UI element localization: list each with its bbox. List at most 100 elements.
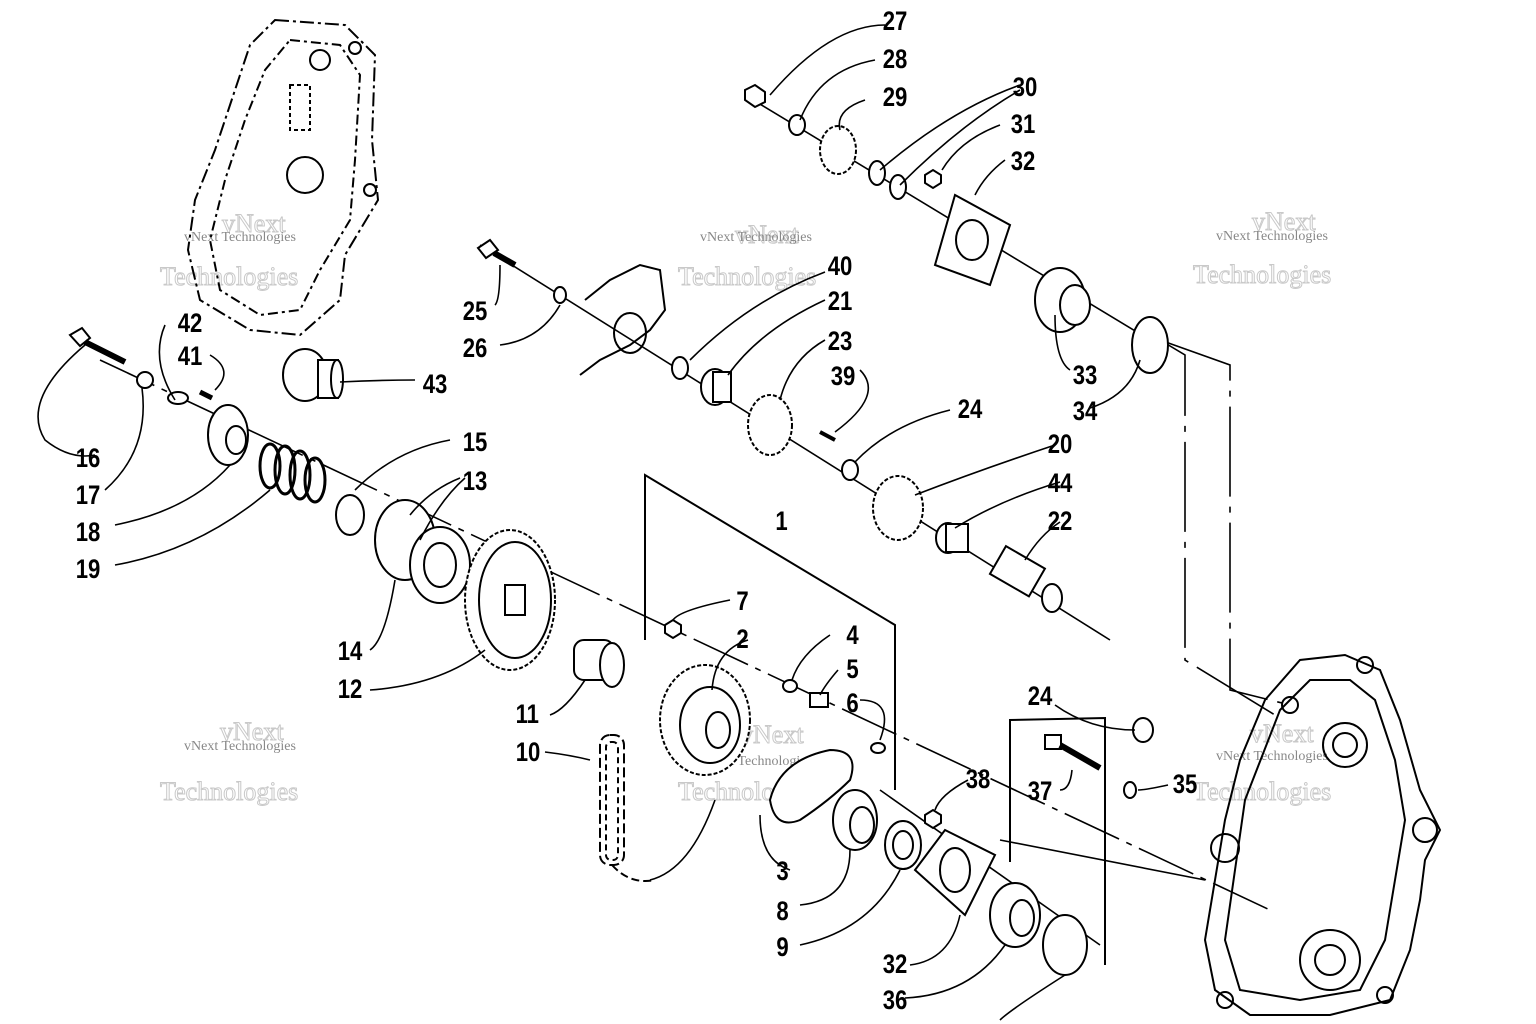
callout-38: 38 [966, 765, 991, 795]
snapring-15 [335, 494, 365, 536]
svg-text:vNext: vNext [735, 220, 799, 249]
svg-text:vNext: vNext [1252, 207, 1316, 236]
watermark-bottom-right: vNext vNext Technologies Technologies [1193, 719, 1332, 807]
gearcase-drawing [1203, 653, 1442, 1016]
callout-28: 28 [883, 45, 908, 75]
seal-34 [1131, 316, 1169, 374]
callout-3: 3 [776, 857, 788, 887]
callout-40: 40 [828, 252, 853, 282]
sprocket-2 [659, 664, 751, 776]
callout-15: 15 [463, 428, 488, 458]
callout-31: 31 [1011, 110, 1036, 140]
callout-8: 8 [776, 897, 788, 927]
callout-37: 37 [1028, 777, 1053, 807]
callout-35: 35 [1173, 770, 1198, 800]
callout-22: 22 [1048, 507, 1073, 537]
leader-lines [37, 24, 1169, 1021]
nut-27 [744, 83, 766, 109]
callout-42: 42 [178, 309, 203, 339]
callout-17: 17 [76, 481, 101, 511]
gear-20 [872, 475, 924, 541]
callout-13: 13 [463, 467, 488, 497]
callout-24b: 24 [1028, 682, 1053, 712]
watermark-top-right: vNext vNext Technologies Technologies [1193, 207, 1332, 290]
sleeve-43 [282, 348, 344, 402]
bearing-21 [700, 368, 732, 406]
svg-text:vNext Technologies: vNext Technologies [184, 739, 296, 754]
sprocket-12 [464, 529, 556, 671]
callout-24: 24 [958, 395, 983, 425]
bearing-36 [989, 882, 1041, 948]
callout-9: 9 [776, 933, 788, 963]
bolt-37 [1044, 734, 1102, 771]
brake-3 [768, 748, 854, 824]
svg-text:vNext Technologies: vNext Technologies [700, 230, 812, 245]
nut-7 [664, 618, 682, 640]
callout-29: 29 [883, 83, 908, 113]
spring-19 [258, 442, 327, 504]
callout-2: 2 [736, 625, 748, 655]
screw-6 [870, 742, 886, 754]
callout-5: 5 [846, 655, 859, 685]
callout-labels: 27 28 29 30 31 32 40 21 23 39 24 20 44 2… [76, 7, 1198, 1016]
bearing-8 [832, 789, 878, 851]
callout-14: 14 [338, 637, 363, 667]
screw-4 [782, 679, 798, 693]
callout-10: 10 [516, 738, 541, 768]
callout-25: 25 [463, 297, 488, 327]
callout-19: 19 [76, 555, 101, 585]
bracket-casting [579, 263, 667, 376]
washer-30a [868, 160, 886, 186]
washer-26 [553, 286, 567, 304]
sprocket-29 [819, 125, 857, 175]
svg-text:Technologies: Technologies [1193, 777, 1331, 806]
callout-33: 33 [1073, 361, 1098, 391]
watermark-bottom-left: vNext vNext Technologies Technologies [160, 717, 299, 807]
callout-6: 6 [846, 689, 858, 719]
parts [68, 83, 1169, 976]
gear-11 [573, 639, 625, 688]
spring-5 [809, 692, 829, 708]
chaincase-cover-drawing [186, 18, 380, 337]
callout-34: 34 [1073, 397, 1098, 427]
shaft-22 [988, 544, 1063, 613]
svg-text:Technologies: Technologies [678, 262, 816, 291]
callout-41: 41 [178, 342, 203, 372]
bearing-33 [1034, 267, 1091, 333]
nut-38 [924, 808, 942, 830]
chain-10 [599, 734, 656, 882]
callout-16: 16 [76, 444, 101, 474]
callout-11: 11 [516, 700, 540, 730]
callout-39: 39 [831, 362, 856, 392]
callout-30: 30 [1013, 73, 1038, 103]
washer-24 [841, 459, 859, 481]
callout-20: 20 [1048, 430, 1073, 460]
cam-18 [207, 404, 249, 466]
bolt-16 [68, 326, 127, 365]
callout-27: 27 [883, 7, 908, 37]
callout-32: 32 [1011, 147, 1036, 177]
callout-1: 1 [775, 507, 788, 537]
group-bracket-lines [644, 473, 1106, 965]
callout-4: 4 [846, 621, 859, 651]
svg-text:Technologies: Technologies [1193, 260, 1331, 289]
bearing-44 [935, 522, 969, 554]
svg-text:vNext Technologies: vNext Technologies [184, 230, 296, 245]
callout-23: 23 [828, 327, 853, 357]
svg-text:vNext: vNext [1250, 719, 1314, 748]
svg-text:Technologies: Technologies [160, 262, 298, 291]
svg-text:vNext Technologies: vNext Technologies [1216, 229, 1328, 244]
washer-30b [889, 174, 907, 200]
callout-36: 36 [883, 986, 908, 1016]
callout-43: 43 [423, 370, 448, 400]
callout-18: 18 [76, 518, 101, 548]
watermark-top-center: vNext vNext Technologies Technologies [678, 220, 817, 292]
flange-32 [933, 193, 1012, 287]
centerlines [99, 94, 1291, 946]
svg-text:Technologies: Technologies [160, 777, 298, 806]
bolt-25 [476, 238, 517, 268]
svg-text:vNext: vNext [220, 717, 284, 746]
washer-40 [671, 356, 689, 380]
seal-36b [1042, 914, 1088, 976]
